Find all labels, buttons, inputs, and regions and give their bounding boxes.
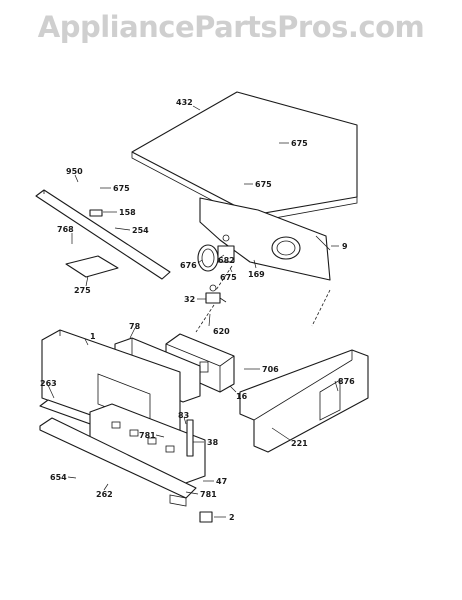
coil-assembly (197, 234, 235, 272)
callout-682: 682 (218, 256, 235, 265)
callout-254: 254 (132, 226, 149, 235)
callout-78: 78 (129, 322, 141, 331)
callout-675-b: 675 (255, 180, 272, 189)
callout-labels: 432 675 675 950 675 158 768 254 676 682 … (40, 98, 355, 522)
callout-263: 263 (40, 379, 57, 388)
trim-strip (35, 189, 171, 280)
top-cover-panel (131, 91, 358, 223)
rod (186, 419, 194, 457)
callout-676: 676 (180, 261, 197, 270)
callout-221: 221 (291, 439, 308, 448)
watermark-text: AppliancePartsPros.com (37, 10, 425, 44)
callout-432: 432 (176, 98, 193, 107)
callout-158: 158 (119, 208, 136, 217)
callout-654: 654 (50, 473, 67, 482)
callout-83: 83 (178, 411, 189, 420)
callout-620: 620 (213, 327, 230, 336)
callout-768: 768 (57, 225, 74, 234)
callout-1: 1 (90, 332, 96, 341)
callout-275: 275 (74, 286, 91, 295)
small-plate (65, 255, 119, 278)
callout-2: 2 (229, 513, 235, 522)
clip (89, 209, 103, 217)
side-bracket (239, 349, 369, 453)
small-connector (205, 284, 227, 304)
callout-781-b: 781 (200, 490, 217, 499)
callout-950: 950 (66, 167, 83, 176)
rear-bracket (199, 197, 331, 281)
callout-675-c: 675 (113, 184, 130, 193)
callout-32: 32 (184, 295, 195, 304)
callout-262: 262 (96, 490, 113, 499)
small-clip (199, 511, 213, 523)
callout-675-d: 675 (220, 273, 237, 282)
callout-675-a: 675 (291, 139, 308, 148)
callout-47: 47 (216, 477, 227, 486)
callout-9: 9 (342, 242, 348, 251)
callout-169: 169 (248, 270, 265, 279)
callout-781-a: 781 (139, 431, 156, 440)
callout-16: 16 (236, 392, 248, 401)
guide-lines (195, 265, 331, 333)
leader-lines (47, 105, 339, 518)
callout-876: 876 (338, 377, 355, 386)
callout-706: 706 (262, 365, 279, 374)
callout-38: 38 (207, 438, 219, 447)
